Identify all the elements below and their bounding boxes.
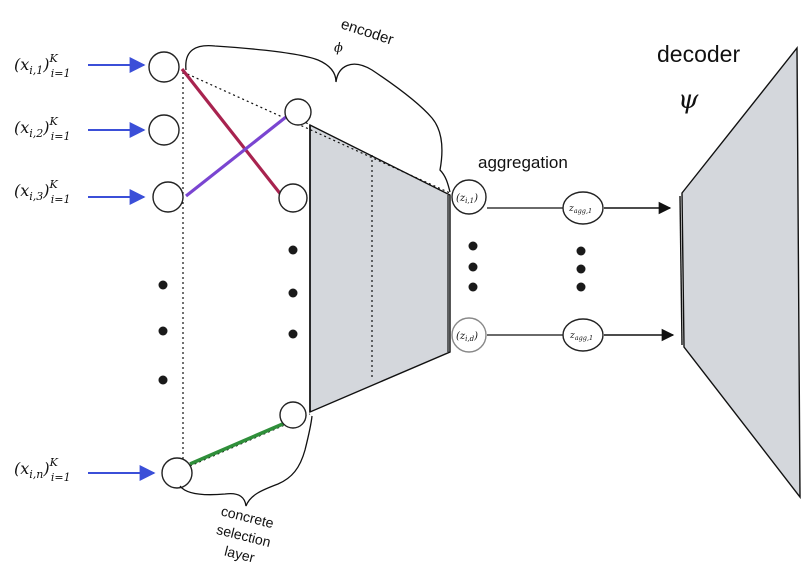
decoder-label: decoder <box>657 41 740 67</box>
concrete-selection-label: concrete selection layer <box>215 503 276 566</box>
input-nodes <box>148 51 193 489</box>
svg-text:layer: layer <box>223 543 257 566</box>
aggregated-nodes <box>562 191 604 352</box>
input-arrows <box>88 57 156 481</box>
input-node-3 <box>152 181 184 213</box>
decoder-symbol: ψ <box>678 85 699 115</box>
agg-node-bottom <box>562 318 604 352</box>
latent-ellipsis <box>468 241 478 292</box>
latent-top-label: (zi,1) <box>456 193 478 205</box>
encoder-brace <box>185 44 451 193</box>
latent-nodes <box>451 179 487 353</box>
selection-node-k <box>279 401 307 429</box>
aggregation-label: aggregation <box>478 153 568 172</box>
edge-red <box>180 68 284 197</box>
decoder-arrows <box>604 201 675 342</box>
input-node-2 <box>148 114 180 146</box>
agg-node-top <box>562 191 604 225</box>
input-ellipsis <box>158 280 168 385</box>
decoder-block <box>679 46 801 500</box>
encoder-symbol: ϕ <box>334 41 343 56</box>
edge-purple <box>185 115 287 198</box>
encoder-block <box>309 123 451 414</box>
selection-ellipsis <box>288 245 298 339</box>
selection-nodes <box>278 98 312 429</box>
aggregation-edges <box>487 207 563 336</box>
edge-green <box>189 421 286 466</box>
encoder-label: encoder <box>339 16 396 49</box>
selection-brace <box>179 415 313 507</box>
latent-node-bottom <box>451 317 487 353</box>
selection-node-1 <box>284 98 312 126</box>
selection-node-2 <box>278 183 308 213</box>
agg-bottom-label: zagg,1 <box>569 331 593 342</box>
agg-ellipsis <box>576 246 586 292</box>
agg-top-label: zagg,1 <box>568 204 592 215</box>
latent-bottom-label: (zi,d) <box>456 331 478 343</box>
latent-node-top <box>451 179 487 215</box>
input-node-1 <box>148 51 180 83</box>
selection-edges <box>180 68 287 466</box>
input-node-n <box>161 457 193 489</box>
